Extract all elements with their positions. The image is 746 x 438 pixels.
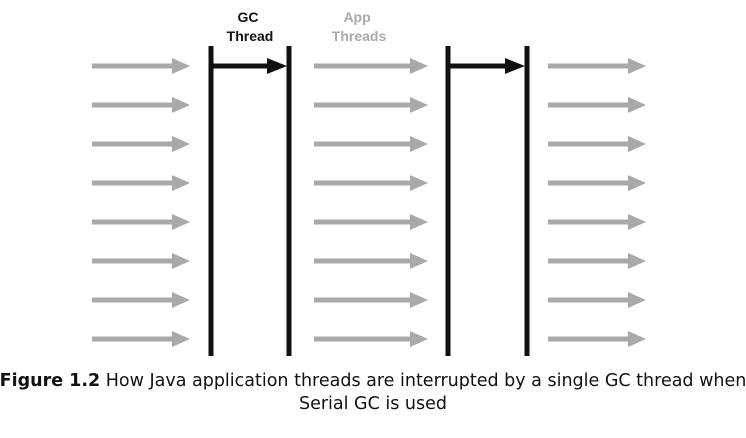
app-thread-arrow <box>92 331 190 347</box>
app-thread-arrow <box>314 331 428 347</box>
caption-line-2: Serial GC is used <box>298 394 448 414</box>
app-thread-arrowhead <box>628 331 646 347</box>
app-thread-arrow <box>314 292 428 308</box>
app-thread-arrowhead <box>172 97 190 113</box>
gc-pauses <box>208 46 530 356</box>
app-thread-arrow <box>92 97 190 113</box>
app-thread-arrow <box>314 58 428 74</box>
app-threads-label-line2: Threads <box>332 28 387 44</box>
app-thread-arrow <box>548 292 646 308</box>
app-thread-arrow <box>92 136 190 152</box>
app-thread-arrowhead <box>628 97 646 113</box>
app-thread-arrow <box>314 136 428 152</box>
gc-thread-arrowhead <box>505 58 525 74</box>
app-thread-arrowhead <box>628 175 646 191</box>
app-thread-arrow <box>314 97 428 113</box>
gc-thread-label: GC Thread <box>227 9 274 44</box>
app-thread-arrow <box>92 253 190 269</box>
app-thread-arrow <box>314 253 428 269</box>
app-threads-label: App Threads <box>332 9 387 44</box>
app-thread-arrow <box>92 58 190 74</box>
app-thread-arrowhead <box>172 58 190 74</box>
caption-line-1: Figure 1.2 How Java application threads … <box>0 370 746 393</box>
figure-label: Figure 1.2 <box>0 371 101 391</box>
app-thread-arrowhead <box>410 58 428 74</box>
app-thread-arrowhead <box>172 175 190 191</box>
app-thread-arrowhead <box>410 175 428 191</box>
app-thread-arrowhead <box>628 214 646 230</box>
app-thread-arrow <box>548 175 646 191</box>
app-thread-arrow <box>92 175 190 191</box>
app-thread-arrow <box>548 331 646 347</box>
app-thread-arrow <box>92 292 190 308</box>
gc-thread-label-line1: GC <box>238 9 259 25</box>
app-thread-arrow <box>314 175 428 191</box>
app-thread-arrowhead <box>410 253 428 269</box>
figure-caption: Figure 1.2 How Java application threads … <box>0 370 746 416</box>
gc-pause-2 <box>445 46 530 356</box>
gc-thread-arrowhead <box>267 58 287 74</box>
app-thread-arrowhead <box>410 136 428 152</box>
app-threads-label-line1: App <box>343 9 370 25</box>
app-thread-arrow <box>548 58 646 74</box>
app-thread-arrow <box>548 253 646 269</box>
app-thread-arrow <box>548 136 646 152</box>
app-thread-arrowhead <box>172 214 190 230</box>
app-thread-arrowhead <box>628 136 646 152</box>
app-thread-arrowhead <box>628 253 646 269</box>
app-thread-arrowhead <box>410 292 428 308</box>
caption-text-1: How Java application threads are interru… <box>100 371 746 391</box>
app-thread-arrowhead <box>172 292 190 308</box>
app-thread-arrow <box>92 214 190 230</box>
app-thread-arrow <box>548 97 646 113</box>
app-thread-arrow <box>314 214 428 230</box>
app-thread-arrowhead <box>410 214 428 230</box>
app-thread-arrowhead <box>172 331 190 347</box>
gc-thread-label-line2: Thread <box>227 28 274 44</box>
serial-gc-diagram: GC Thread App Threads <box>92 9 646 356</box>
app-thread-arrow <box>548 214 646 230</box>
app-thread-arrows <box>92 58 646 347</box>
app-thread-arrowhead <box>410 97 428 113</box>
app-thread-arrowhead <box>628 58 646 74</box>
app-thread-arrowhead <box>172 136 190 152</box>
app-thread-arrowhead <box>628 292 646 308</box>
app-thread-arrowhead <box>410 331 428 347</box>
gc-pause-1 <box>208 46 292 356</box>
app-thread-arrowhead <box>172 253 190 269</box>
